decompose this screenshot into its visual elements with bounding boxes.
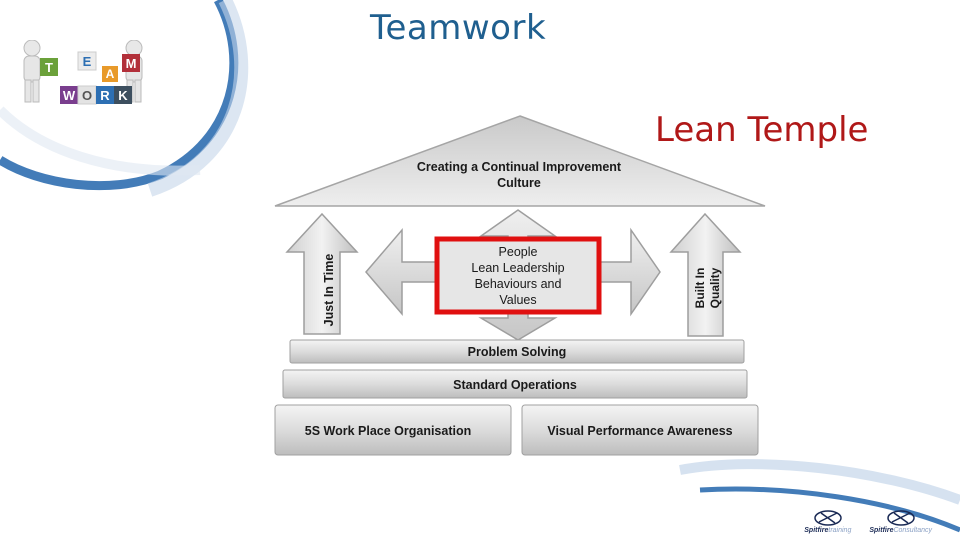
- person-figure-left: [23, 40, 41, 103]
- standard-operations-label: Standard Operations: [453, 378, 577, 392]
- footer-logos: Spitfiretraining SpitfireConsultancy: [804, 509, 932, 534]
- roof-text-line2: Culture: [497, 176, 541, 190]
- logo2-bold: Spitfire: [869, 527, 894, 534]
- logo-letter-m: M: [126, 56, 137, 71]
- center-text-line3: Behaviours and: [475, 277, 562, 291]
- center-text-line4: Values: [499, 293, 536, 307]
- spitfire-training-logo: Spitfiretraining: [804, 509, 851, 534]
- spitfire-emblem-icon: [814, 510, 842, 526]
- spitfire-consultancy-logo: SpitfireConsultancy: [869, 509, 932, 534]
- logo2-light: Consultancy: [893, 527, 932, 534]
- page-title: Teamwork: [370, 8, 547, 48]
- right-pillar-arrow: [669, 212, 742, 337]
- diagram-subtitle: Lean Temple: [655, 110, 869, 150]
- problem-solving-label: Problem Solving: [468, 345, 567, 359]
- right-pillar-label-line1: Built In: [693, 268, 707, 309]
- logo-letter-w: W: [63, 88, 76, 103]
- people-center-box: [434, 236, 602, 315]
- logo-letter-t: T: [45, 60, 53, 75]
- logo-letter-k: K: [118, 88, 128, 103]
- problem-solving-bar: [289, 339, 745, 364]
- spitfire-emblem-icon: [886, 510, 915, 526]
- logo1-bold: Spitfire: [804, 527, 829, 534]
- logo-letter-r: R: [100, 88, 110, 103]
- logo1-light: training: [828, 527, 852, 534]
- center-text-line1: People: [499, 245, 538, 259]
- logo-letter-o: O: [82, 88, 92, 103]
- center-text-line2: Lean Leadership: [471, 261, 564, 275]
- base-right-label: Visual Performance Awareness: [547, 424, 732, 438]
- temple-roof: [274, 115, 766, 207]
- base-block-visual-performance: [521, 404, 759, 456]
- standard-operations-bar: [282, 369, 748, 399]
- base-left-label: 5S Work Place Organisation: [305, 424, 472, 438]
- left-pillar-label: Just In Time: [322, 254, 336, 327]
- base-block-5s: [274, 404, 512, 456]
- left-pillar-arrow: [285, 212, 359, 335]
- logo-letter-a: A: [106, 67, 115, 81]
- right-pillar-label-line2: Quality: [708, 267, 722, 308]
- roof-text-line1: Creating a Continual Improvement: [417, 160, 622, 174]
- teamwork-logo: T E A M W O R K: [23, 40, 143, 105]
- logo-letter-e: E: [83, 54, 92, 69]
